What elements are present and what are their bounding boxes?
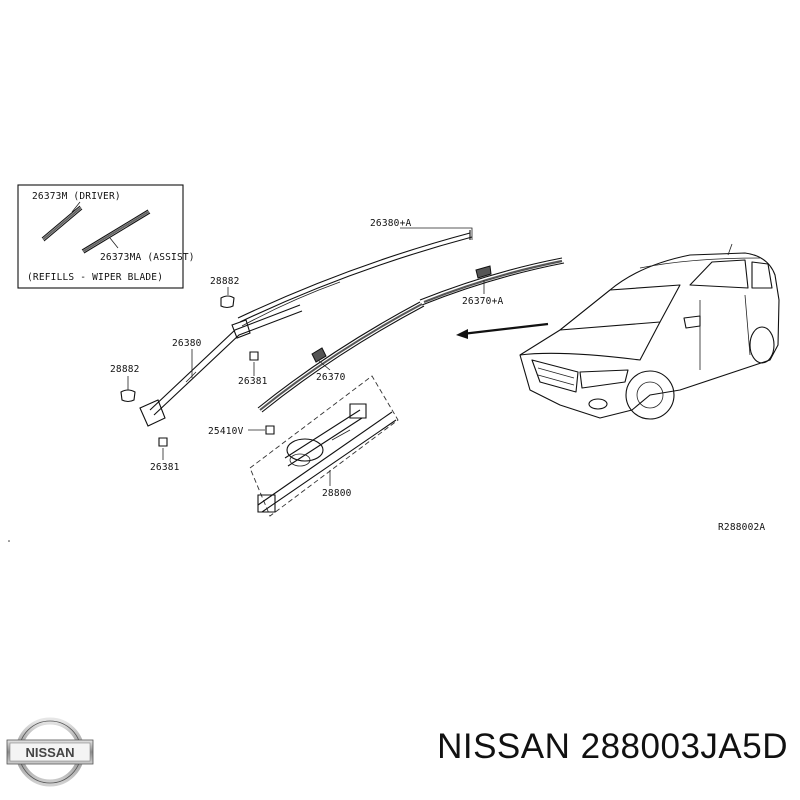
assist-blade-refill (419, 257, 565, 306)
callout-28882-left: 28882 (110, 364, 140, 375)
nissan-logo-icon: NISSAN (6, 717, 94, 787)
assist-refill-part (81, 209, 151, 254)
location-arrow (456, 322, 549, 339)
inset-assist-label: 26373MA (ASSIST) (100, 252, 195, 263)
leader-lines (127, 227, 485, 486)
inset-driver-label: 26373M (DRIVER) (32, 191, 121, 202)
driver-refill-part (41, 201, 83, 242)
callout-26380: 26380 (172, 338, 202, 349)
pivot-nut-upper (249, 351, 259, 361)
assist-wiper-blade (237, 227, 473, 327)
driver-wiper-arm (139, 304, 303, 427)
mounting-bolt (265, 425, 275, 435)
driver-wiper-blade (257, 301, 425, 413)
motor-linkage-assembly (249, 375, 399, 517)
callout-26381-lower: 26381 (150, 462, 180, 473)
callout-26370a: 26370+A (462, 296, 504, 307)
pivot-cap-upper (220, 295, 235, 309)
brand-row: NISSAN NISSAN 288003JA5D (0, 715, 800, 790)
stray-dot (8, 540, 10, 542)
callout-28800: 28800 (322, 488, 352, 499)
inset-refills-label: (REFILLS - WIPER BLADE) (27, 272, 163, 283)
vehicle-illustration (519, 243, 780, 420)
callout-26370: 26370 (316, 372, 346, 383)
pivot-nut-lower (158, 437, 168, 447)
part-number-caption: NISSAN 288003JA5D (437, 727, 788, 766)
pivot-cap-left (120, 389, 136, 403)
callout-28882-upper: 28882 (210, 276, 240, 287)
logo-wordmark: NISSAN (25, 745, 74, 760)
callout-26380a: 26380+A (370, 218, 412, 229)
callout-25410v: 25410V (208, 426, 244, 437)
refills-inset: 26373M (DRIVER) 26373MA (ASSIST) (REFILL… (17, 184, 195, 289)
callout-26381-upper: 26381 (238, 376, 268, 387)
figure-code: R288002A (718, 522, 765, 533)
